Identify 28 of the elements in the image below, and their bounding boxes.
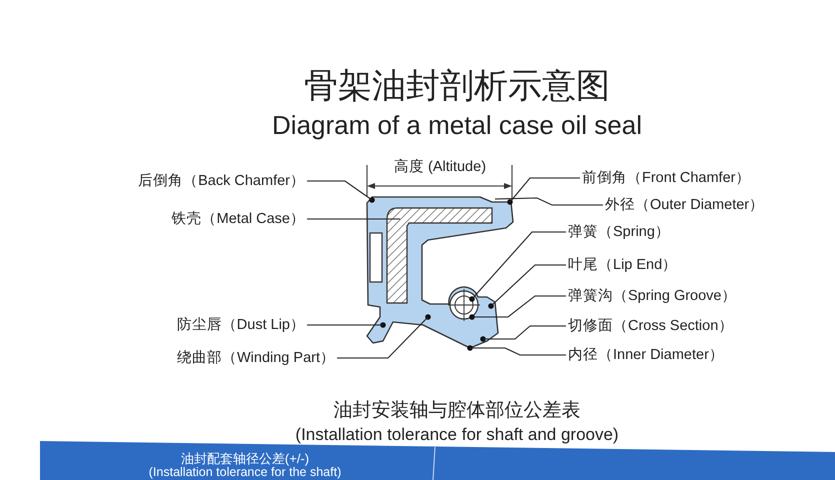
leader-line bbox=[483, 325, 566, 340]
table-title: 油封安装轴与腔体部位公差表 bbox=[334, 399, 580, 422]
part-label: 弹簧沟（Spring Groove） bbox=[568, 287, 736, 305]
part-label: 后倒角（Back Chamfer） bbox=[138, 172, 305, 190]
leader-line bbox=[490, 264, 566, 306]
leader-line bbox=[470, 347, 566, 356]
part-label: 切修面（Cross Section） bbox=[568, 317, 734, 335]
table-subtitle: (Installation tolerance for shaft and groove) bbox=[295, 425, 619, 445]
part-label: 防尘唇（Dust Lip） bbox=[176, 316, 305, 334]
leader-line bbox=[307, 218, 400, 220]
column-header: 油封配套轴径公差(+/-) bbox=[180, 451, 310, 467]
part-label: 前倒角（Front Chamfer） bbox=[582, 169, 750, 187]
leader-line bbox=[307, 324, 383, 326]
part-label: 铁壳（Metal Case） bbox=[172, 210, 305, 228]
part-label: 内径（Inner Diameter） bbox=[568, 346, 724, 364]
subtitle: Diagram of a metal case oil seal bbox=[272, 110, 642, 141]
leader-line bbox=[472, 295, 566, 318]
part-label: 绕曲部（Winding Part） bbox=[176, 349, 335, 367]
part-label: 弹簧（Spring） bbox=[568, 223, 670, 241]
part-label: 外径（Outer Diameter） bbox=[605, 196, 764, 214]
column-header: (Installation tolerance for the shaft) bbox=[148, 465, 342, 480]
leader-line bbox=[307, 180, 372, 200]
leader-line bbox=[494, 197, 603, 206]
leader-line bbox=[337, 316, 428, 359]
leader-line bbox=[472, 231, 566, 300]
part-label: 叶尾（Lip End） bbox=[568, 256, 678, 274]
leader-line bbox=[510, 177, 580, 202]
title: 骨架油封剖析示意图 bbox=[304, 66, 610, 106]
